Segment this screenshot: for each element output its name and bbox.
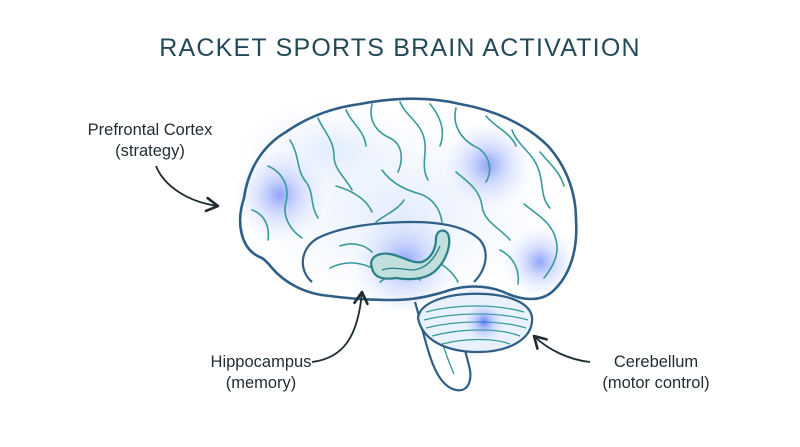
diagram-title: RACKET SPORTS BRAIN ACTIVATION [159, 34, 641, 62]
label-cerebellum-role: (motor control) [602, 374, 710, 392]
label-cerebellum-name: Cerebellum [613, 353, 699, 371]
label-prefrontal-cortex: Prefrontal Cortex (strategy) [70, 120, 230, 162]
cerebrum-outline [238, 97, 578, 302]
temporal-lobe-outline [301, 220, 487, 283]
cerebellum-shape [416, 292, 534, 354]
label-hippocampus: Hippocampus (memory) [196, 352, 326, 394]
label-hippocampus-role: (memory) [225, 374, 297, 392]
label-cerebellum: Cerebellum (motor control) [566, 352, 746, 394]
label-prefrontal-name: Prefrontal Cortex [87, 121, 213, 139]
label-prefrontal-role: (strategy) [115, 142, 185, 160]
arrow-cerebellum [532, 334, 591, 363]
label-hippocampus-name: Hippocampus [210, 353, 312, 371]
arrow-hippocampus [311, 290, 369, 363]
hippocampus-shape [370, 229, 451, 281]
arrow-prefrontal [155, 165, 220, 213]
